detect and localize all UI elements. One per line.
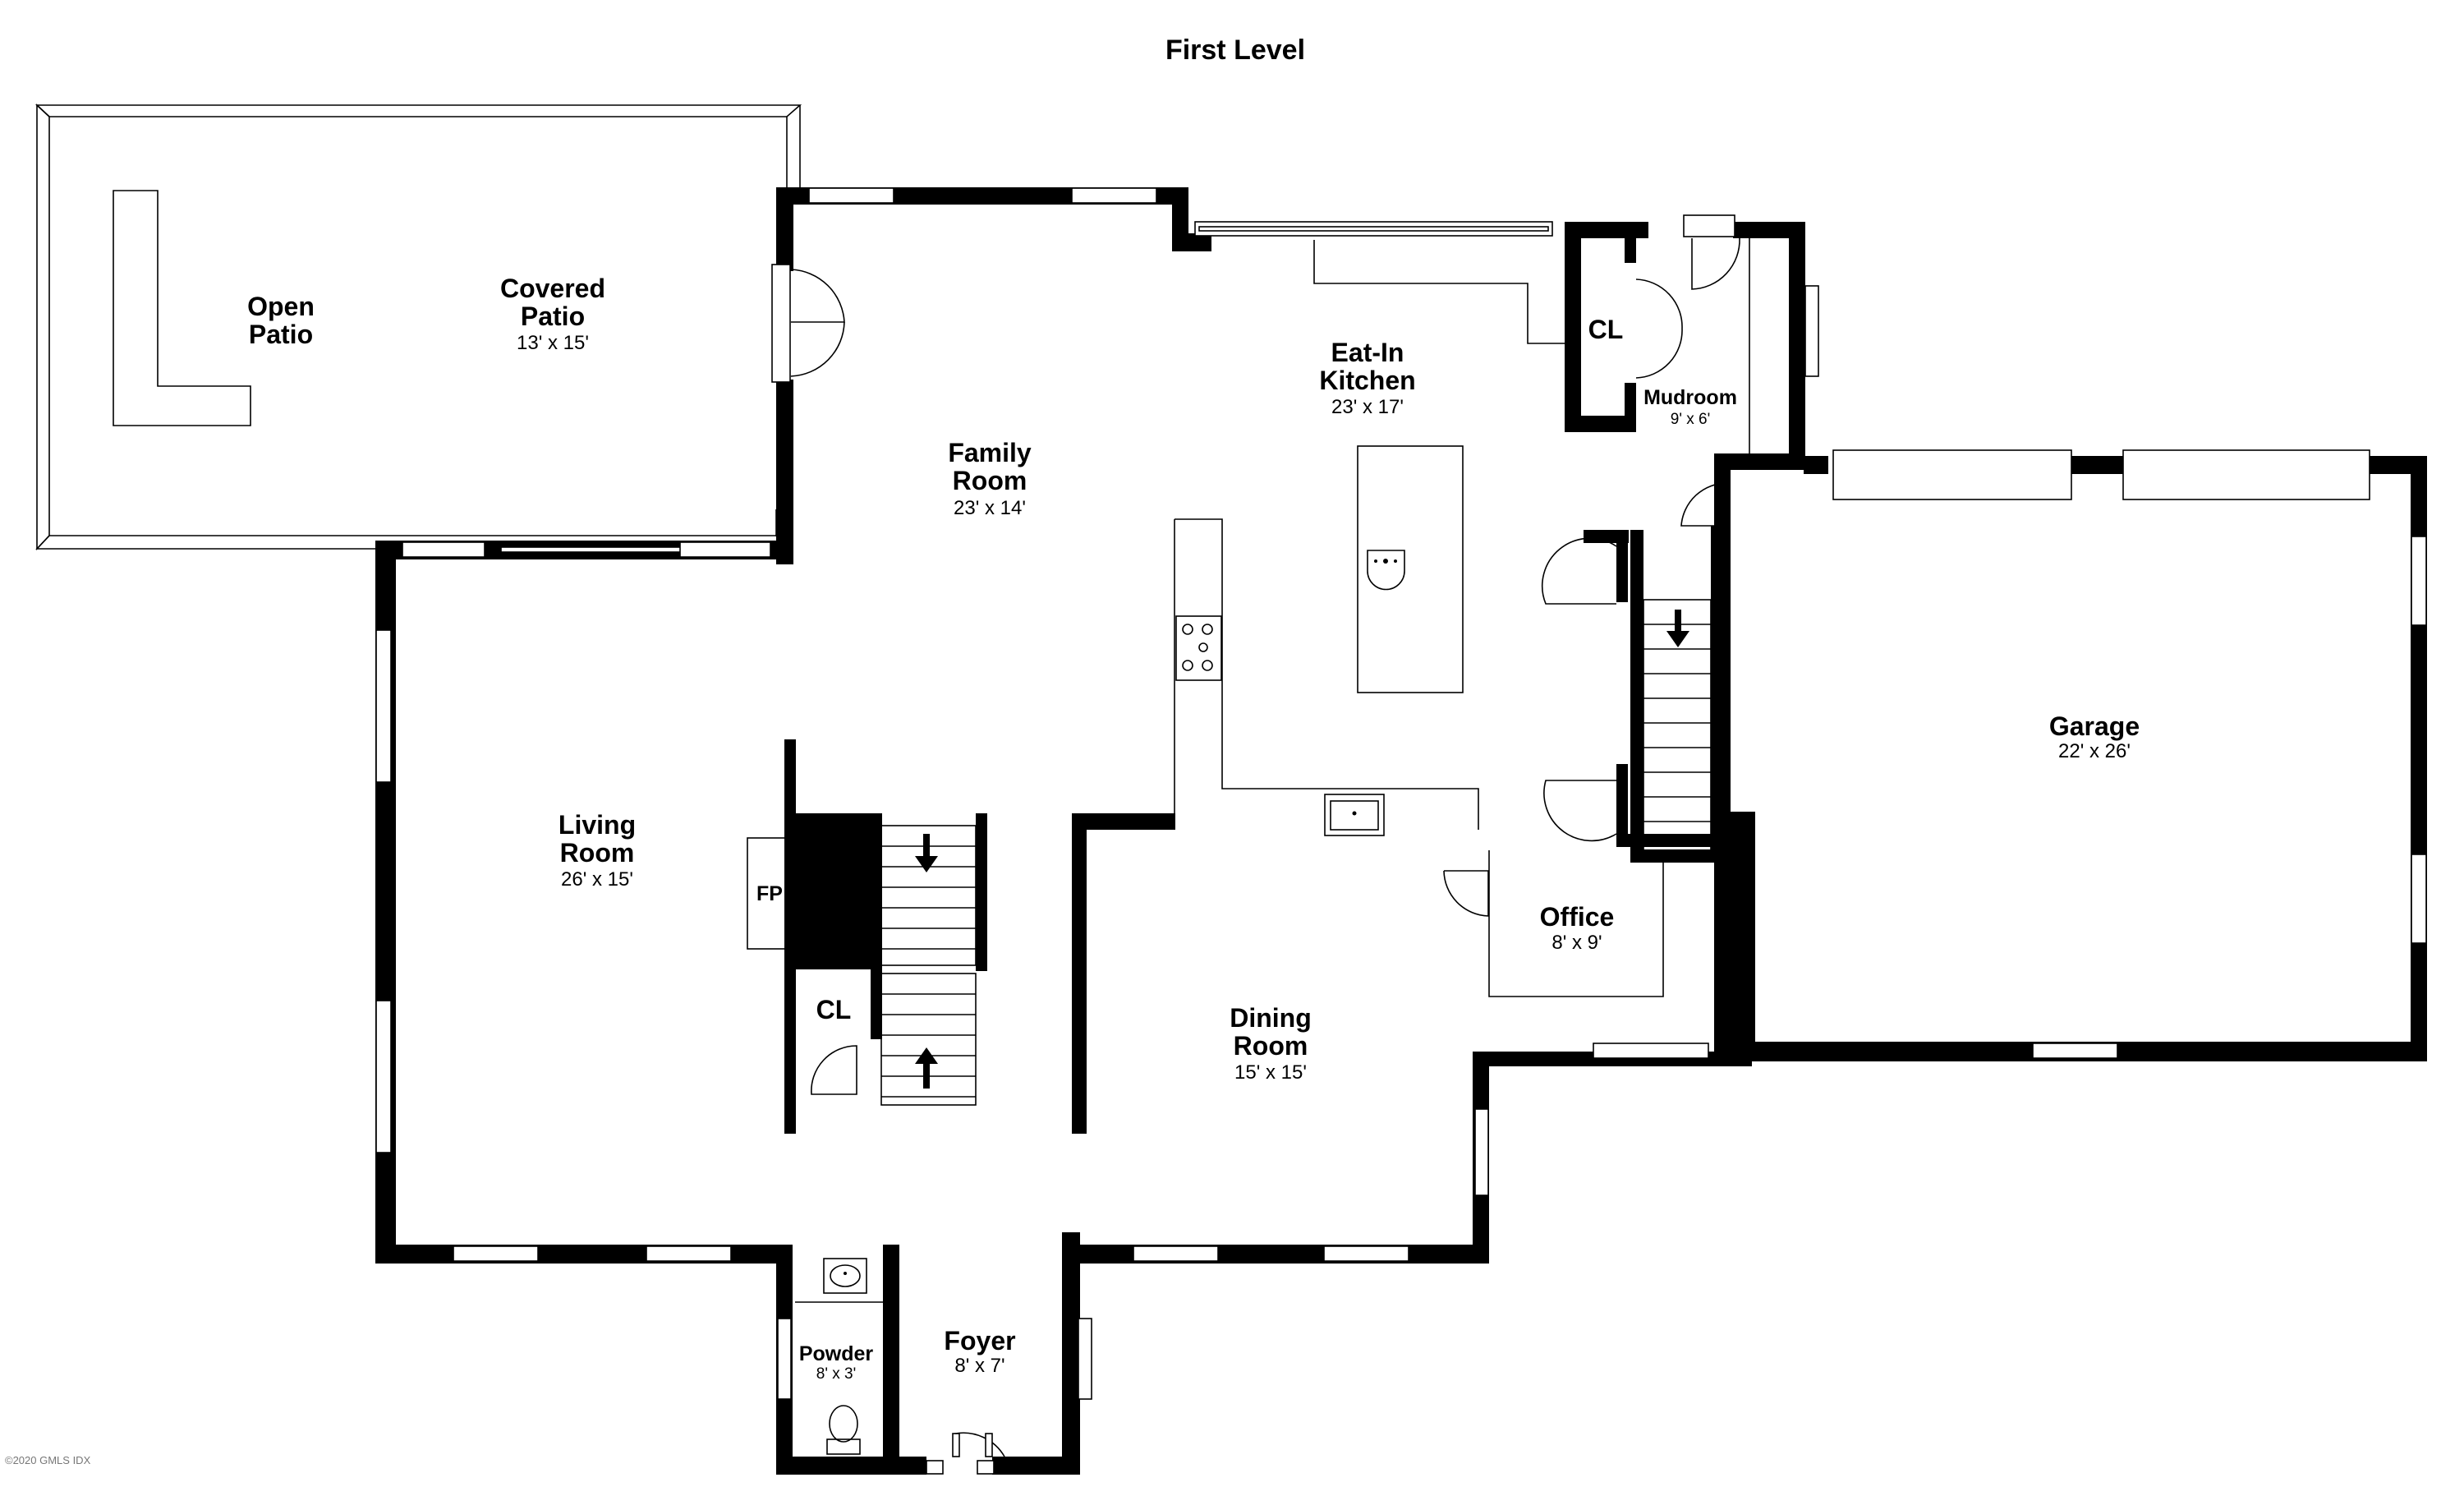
svg-text:FP: FP	[756, 882, 783, 905]
svg-text:Room: Room	[953, 466, 1027, 495]
basement-stair-arrow	[1666, 610, 1689, 647]
windows	[375, 187, 2427, 1475]
svg-text:9' x 6': 9' x 6'	[1671, 411, 1710, 428]
plan-title: First Level	[1165, 35, 1305, 66]
basement-staircase	[1643, 599, 1712, 851]
room-label-family-room: Family Room 23' x 14'	[948, 438, 1032, 519]
svg-text:CL: CL	[1588, 315, 1624, 344]
svg-text:15' x 15': 15' x 15'	[1234, 1061, 1307, 1084]
svg-text:Office: Office	[1540, 902, 1615, 932]
main-staircase	[880, 813, 987, 1106]
room-label-mudroom: Mudroom 9' x 6'	[1643, 386, 1737, 428]
svg-text:22' x 26': 22' x 26'	[2058, 740, 2131, 762]
patio-bench	[113, 190, 251, 426]
svg-text:8' x 3': 8' x 3'	[816, 1365, 856, 1383]
stair-down-arrow	[915, 834, 938, 872]
svg-text:Powder: Powder	[799, 1342, 874, 1365]
svg-text:Foyer: Foyer	[944, 1326, 1015, 1356]
svg-text:Mudroom: Mudroom	[1643, 386, 1737, 409]
room-label-open-patio: Open Patio	[247, 292, 315, 349]
svg-text:Patio: Patio	[249, 320, 313, 349]
fireplace-hearth	[747, 837, 787, 950]
room-label-powder: Powder 8' x 3'	[799, 1342, 874, 1383]
svg-text:Patio: Patio	[521, 302, 585, 331]
toilet-icon	[826, 1405, 861, 1455]
stair-up-arrow	[915, 1047, 938, 1089]
cooktop-icon	[1175, 615, 1222, 681]
patio-outline	[34, 104, 802, 551]
svg-text:Garage: Garage	[2049, 711, 2140, 741]
svg-text:Room: Room	[560, 838, 635, 868]
room-label-foyer: Foyer 8' x 7'	[944, 1326, 1015, 1377]
svg-text:Living: Living	[559, 810, 636, 840]
kitchen-island-sink-icon	[1367, 550, 1405, 591]
svg-text:26' x 15': 26' x 15'	[561, 868, 633, 891]
svg-text:8' x 9': 8' x 9'	[1551, 932, 1602, 954]
room-label-office: Office 8' x 9'	[1540, 902, 1615, 954]
svg-text:Room: Room	[1234, 1031, 1308, 1061]
svg-text:Family: Family	[948, 438, 1032, 467]
svg-text:Open: Open	[247, 292, 315, 321]
svg-text:13' x 15': 13' x 15'	[517, 332, 589, 354]
room-label-kitchen-closet: CL	[1588, 315, 1624, 344]
room-label-covered-patio: Covered Patio 13' x 15'	[500, 274, 605, 354]
svg-text:Covered: Covered	[500, 274, 605, 303]
svg-text:8' x 7': 8' x 7'	[954, 1355, 1004, 1377]
room-label-garage: Garage 22' x 26'	[2049, 711, 2140, 762]
doors	[771, 214, 1740, 1457]
room-label-living-room: Living Room 26' x 15'	[559, 810, 636, 891]
room-label-eat-in-kitchen: Eat-In Kitchen 23' x 17'	[1319, 338, 1415, 418]
kitchen-sink-icon	[1324, 794, 1385, 836]
svg-text:Dining: Dining	[1230, 1003, 1312, 1033]
room-label-dining-room: Dining Room 15' x 15'	[1230, 1003, 1312, 1084]
svg-text:Eat-In: Eat-In	[1331, 338, 1404, 367]
room-label-stair-closet: CL	[816, 995, 852, 1024]
room-label-fireplace: FP	[756, 882, 783, 905]
copyright-notice: ©2020 GMLS IDX	[5, 1454, 91, 1466]
svg-text:23' x 17': 23' x 17'	[1331, 396, 1404, 418]
svg-text:23' x 14': 23' x 14'	[954, 497, 1026, 519]
svg-text:CL: CL	[816, 995, 852, 1024]
svg-text:Kitchen: Kitchen	[1319, 366, 1415, 395]
powder-sink-icon	[823, 1258, 867, 1294]
interior-lines	[1174, 238, 1750, 997]
kitchen-island	[1357, 445, 1464, 693]
